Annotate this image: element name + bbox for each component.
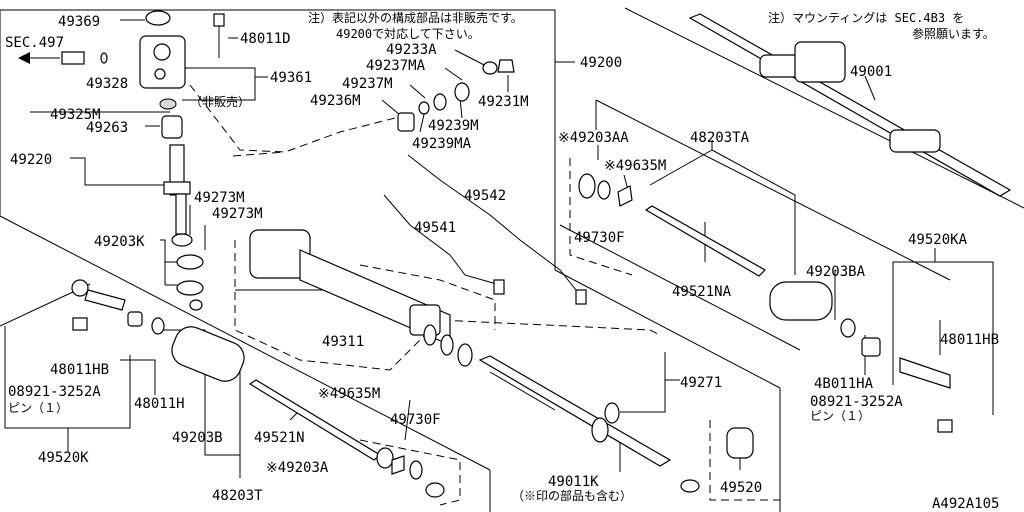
valve-49236M [397,112,415,132]
label-48011HB-right: 48011HB [940,332,999,348]
boot-49520 [726,427,754,459]
shaft-49328 [61,51,85,65]
label-49325M: 49325M [50,107,101,123]
dashed-outlines [189,84,781,506]
pinion-housing [139,35,186,89]
tierod-49521NA [644,205,766,277]
label-49361: 49361 [270,70,312,86]
label-49311: 49311 [322,334,364,350]
sec497-arrow [18,52,30,64]
boot-49203BA [769,281,833,321]
label-49236M: 49236M [310,93,361,109]
label-49541: 49541 [414,220,456,236]
frame-lines [0,7,1024,512]
pipe-49541 [383,194,501,286]
note-pin-right: ピン（１） [810,409,870,423]
label-49271: 49271 [680,375,722,391]
label-49730F-bot: 49730F [390,412,441,428]
label-49520K: 49520K [38,450,89,466]
note-right-line1: 注）マウンティングは SEC.4B3 を [768,10,964,25]
label-48203TA: 48203TA [690,130,750,146]
clip-49369 [145,10,171,26]
oring-1 [176,254,204,270]
label-49542: 49542 [464,188,506,204]
label-4B011HA: 4B011HA [814,376,874,392]
label-49203K: 49203K [94,234,145,250]
label-49203BA: 49203BA [806,264,866,280]
note-marked-included: （※印の部品も含む） [512,488,632,503]
label-49521NA: 49521NA [672,284,732,300]
rack-49271 [478,355,672,467]
label-49521N: 49521N [254,430,305,446]
label-49520KA: 49520KA [908,232,968,248]
oring-2 [176,280,204,296]
label-49635M-top: ※49635M [604,158,666,174]
label-diagram-code: A492A105 [932,496,999,512]
label-48203T: 48203T [212,488,263,504]
label-49273M-a: 49273M [194,190,245,206]
label-49220: 49220 [10,152,52,168]
label-49273M-b: 49273M [212,206,263,222]
label-49730F-top: 49730F [574,230,625,246]
washer-49325M [159,98,177,110]
tierod-end-left [71,279,89,297]
label-49239M: 49239M [428,118,479,134]
label-49239MA: 49239MA [412,136,472,152]
note-left-line2: 49200で対応して下さい。 [336,27,480,41]
label-49328: 49328 [86,76,128,92]
label-49237MA: 49237MA [366,58,426,74]
label-49200: 49200 [580,55,622,71]
label-sec497: SEC.497 [5,35,64,51]
note-right-line2: 参照願います。 [912,26,995,41]
spring-49263 [161,115,183,139]
tierod-end-right [899,357,951,389]
label-49263: 49263 [86,120,128,136]
leader-lines [30,19,941,478]
label-pin-no-right: 08921-3252A [810,394,903,410]
pipe-49542 [407,154,581,296]
label-49001: 49001 [850,64,892,80]
bolt-48011D [213,13,225,27]
label-49233A: 49233A [386,42,437,58]
label-49203B: 49203B [172,430,223,446]
label-49231M: 49231M [478,94,529,110]
label-49369: 49369 [58,14,100,30]
note-left-line1: 注）表記以外の構成部品は非販売です。 [308,10,523,25]
parts [18,10,1012,498]
boot-49203B [171,326,245,382]
part-labels: 49369 48011D SEC.497 49328 49361 49325M … [5,14,999,512]
label-49237M: 49237M [342,76,393,92]
note-pin-left: ピン（１） [8,401,68,415]
label-48011HB-left: 48011HB [50,362,109,378]
label-49520: 49520 [720,480,762,496]
note-nonsale: （非販売） [190,94,250,109]
label-48011H: 48011H [134,396,185,412]
label-49203A: ※49203A [266,460,329,476]
assembly-49001 [688,13,1012,197]
label-49635M-bot: ※49635M [318,386,380,402]
label-49203AA: ※49203AA [558,130,629,146]
notes: 注）表記以外の構成部品は非販売です。 49200で対応して下さい。 注）マウンテ… [8,10,995,503]
label-pin-no-left: 08921-3252A [8,384,101,400]
label-48011D: 48011D [240,31,291,47]
label-49011K: 49011K [548,474,599,490]
